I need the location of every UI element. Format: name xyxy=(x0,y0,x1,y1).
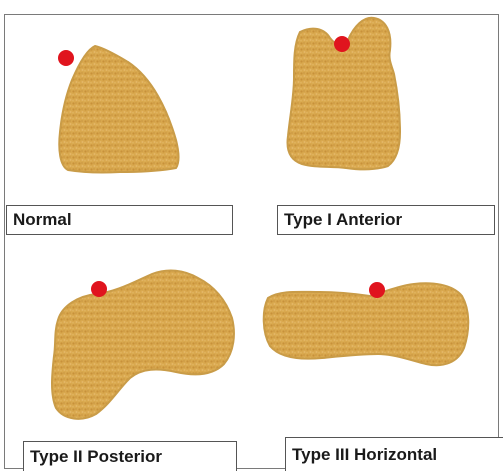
label-type3-text: Type III Horizontal xyxy=(292,445,437,465)
type1-marker xyxy=(334,36,350,52)
label-type1-text: Type I Anterior xyxy=(284,210,402,230)
normal-marker xyxy=(58,50,74,66)
label-type1-anterior: Type I Anterior xyxy=(277,205,495,235)
label-normal: Normal xyxy=(6,205,233,235)
type2-marker xyxy=(91,281,107,297)
label-type3-horizontal: Type III Horizontal xyxy=(285,437,503,471)
label-normal-text: Normal xyxy=(13,210,72,230)
normal-shape xyxy=(59,46,178,172)
label-type2-text: Type II Posterior xyxy=(30,447,162,467)
type3-marker xyxy=(369,282,385,298)
type2-shape xyxy=(52,271,234,419)
label-type2-posterior: Type II Posterior xyxy=(23,441,237,471)
type3-shape xyxy=(264,283,469,365)
